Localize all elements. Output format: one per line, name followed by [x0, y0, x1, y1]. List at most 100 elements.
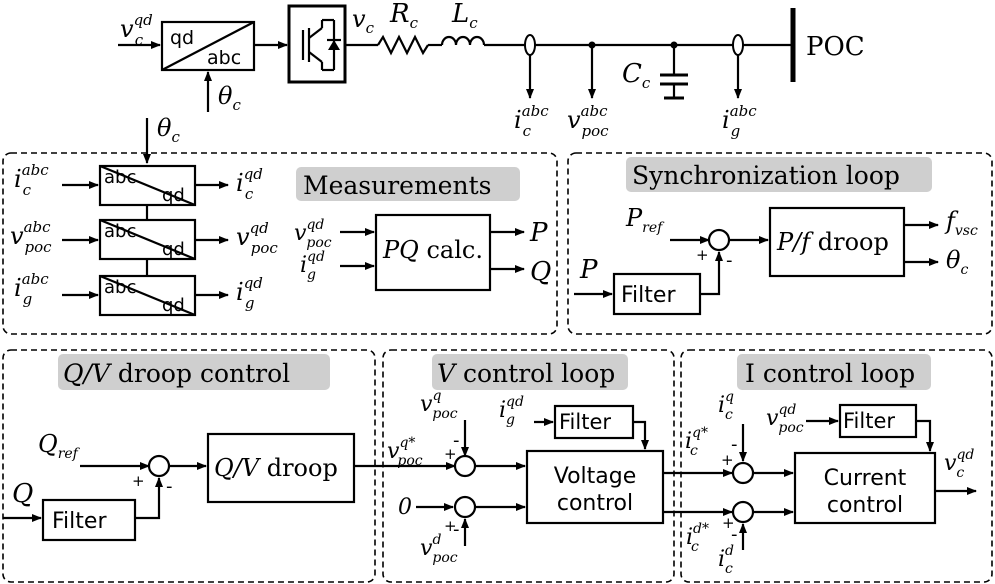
iloop-ic-qref: iq*c: [685, 425, 708, 459]
vloop-filter-block: [553, 404, 635, 440]
label-theta-c-meas: θc: [157, 114, 180, 146]
qv-q-in: Q: [12, 479, 33, 509]
pf-droop-block: [768, 206, 906, 278]
qv-droop-panel: Q/V droop control Qref + - Q/V droop Q F…: [2, 349, 456, 583]
svg-text:-: -: [166, 476, 173, 497]
svg-text:+: +: [721, 451, 734, 469]
label-rc: Rc: [389, 0, 419, 32]
svg-text:-: -: [453, 519, 460, 540]
svg-text:Filter: Filter: [843, 409, 895, 433]
qv-droop-label: Q/V droop: [214, 454, 338, 482]
label-poc: POC: [806, 32, 865, 62]
pq-calc-label: PQ calc.: [382, 236, 483, 264]
svg-text:abc: abc: [104, 277, 136, 298]
svg-text:control: control: [827, 493, 903, 518]
measurements-title: Measurements: [303, 171, 491, 200]
transform-qd-label: qd: [170, 27, 194, 49]
capacitor-cc-icon: [660, 45, 688, 100]
label-cc: Cc: [622, 59, 651, 92]
svg-text:-: -: [453, 430, 460, 451]
svg-text:control: control: [557, 491, 633, 516]
transform-abc-label: abc: [207, 47, 241, 69]
qv-filter-block: [41, 498, 137, 542]
svg-text:Filter: Filter: [559, 410, 611, 434]
svg-text:+: +: [132, 472, 145, 490]
synchronization-loop-panel: Synchronization loop Pref + - P/f droop …: [567, 152, 993, 335]
sync-sum-junction: [707, 228, 731, 252]
pq-out-p: P: [529, 218, 548, 248]
current-control-block: [793, 451, 937, 525]
igbt-converter-icon: [287, 4, 347, 84]
svg-text:-: -: [731, 524, 738, 545]
sync-pref: Pref: [625, 204, 665, 236]
vloop-title: V control loop: [437, 359, 615, 388]
svg-text:+: +: [444, 517, 457, 535]
svg-text:qd: qd: [162, 239, 185, 260]
vloop-sum-d: [453, 495, 477, 519]
resistor-rc-icon: [377, 34, 429, 56]
svg-text:+: +: [722, 514, 735, 532]
sync-p-in: P: [579, 255, 598, 285]
svg-text:Filter: Filter: [621, 283, 676, 308]
pf-droop-label: P/f droop: [776, 228, 889, 256]
vloop-sum-q: [453, 454, 477, 478]
pq-calc-block: [374, 213, 492, 292]
svg-text:Voltage: Voltage: [554, 464, 637, 489]
sync-out-fvsc: fvsc: [944, 207, 978, 239]
iloop-sum-d: [731, 500, 755, 524]
svg-text:+: +: [444, 445, 457, 463]
iloop-sum-q: [731, 461, 755, 485]
svg-text:Filter: Filter: [52, 509, 107, 534]
svg-text:abc: abc: [104, 221, 136, 242]
label-theta-c-top: θc: [218, 82, 241, 114]
label-lc: Lc: [451, 0, 478, 32]
qv-qref: Qref: [38, 430, 81, 462]
svg-text:Current: Current: [824, 466, 907, 491]
svg-text:+: +: [696, 246, 709, 264]
label-vc: vc: [352, 5, 375, 37]
qv-droop-block: [206, 432, 356, 504]
sync-title: Synchronization loop: [632, 161, 900, 190]
iloop-ic-dref: id*c: [686, 521, 709, 555]
sync-out-theta-c: θc: [946, 246, 968, 278]
current-sensor-icon: [524, 34, 536, 56]
voltage-control-block: [525, 449, 665, 525]
vloop-vpoc-qref: vq*poc: [387, 435, 423, 469]
iloop-title: I control loop: [745, 359, 915, 388]
svg-text:-: -: [731, 434, 738, 455]
qv-sum-junction: [147, 454, 171, 478]
qv-title: Q/V droop control: [63, 359, 290, 388]
svg-text:abc: abc: [104, 167, 136, 188]
grid-current-sensor-icon: [732, 34, 744, 56]
pq-out-q: Q: [530, 257, 551, 287]
inductor-lc-icon: [440, 35, 486, 46]
sync-filter-block: [612, 272, 702, 316]
svg-text:qd: qd: [162, 185, 185, 206]
